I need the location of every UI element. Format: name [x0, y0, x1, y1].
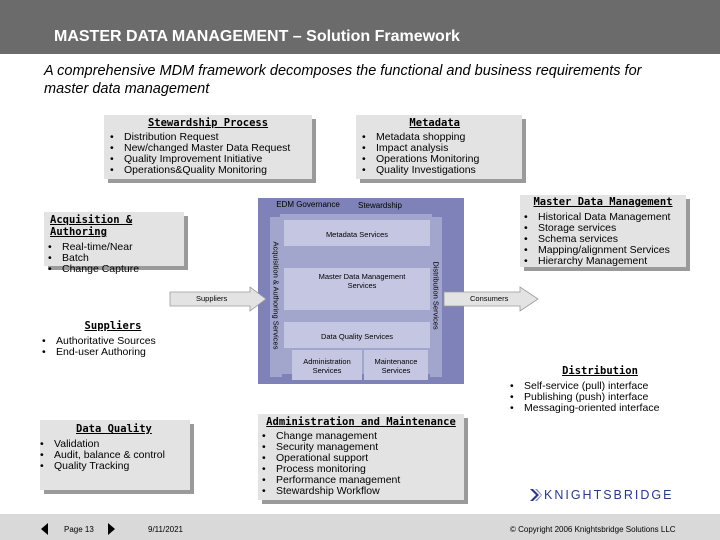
- stewardship-process-title: Stewardship Process: [147, 117, 269, 129]
- list-item: Security management: [260, 442, 464, 454]
- metadata-services-label: Metadata Services: [325, 230, 389, 239]
- list-item: End-user Authoring: [40, 347, 156, 359]
- knightsbridge-logo: KNIGHTSBRIDGE: [528, 486, 698, 504]
- metadata-list: Metadata shopping Impact analysis Operat…: [360, 132, 522, 177]
- acquisition-services-bar: [270, 217, 282, 377]
- footer-bar: [0, 514, 720, 540]
- suppliers-title: Suppliers: [84, 320, 142, 332]
- data-quality-panel: Data Quality Validation Audit, balance &…: [40, 420, 190, 490]
- logo-chevron-icon: [530, 489, 542, 501]
- list-item: Distribution Request: [108, 132, 312, 144]
- list-item: Self-service (pull) interface: [508, 381, 659, 393]
- master-data-management-list: Historical Data Management Storage servi…: [522, 212, 686, 268]
- master-data-management-title: Master Data Management: [533, 196, 673, 208]
- administration-services-label: Administration Services: [303, 357, 351, 375]
- next-slide-icon[interactable]: [106, 522, 116, 535]
- quality-services-label: Data Quality Services: [320, 332, 394, 341]
- suppliers-list: Authoritative Sources End-user Authoring: [40, 336, 156, 359]
- list-item: Schema services: [522, 234, 686, 246]
- metadata-title: Metadata: [409, 117, 460, 129]
- core-services-box: [284, 268, 430, 310]
- copyright-text: © Copyright 2006 Knightsbridge Solutions…: [510, 525, 676, 534]
- list-item: Operational support: [260, 453, 464, 465]
- list-item: Storage services: [522, 223, 686, 235]
- list-item: Impact analysis: [360, 143, 522, 155]
- footer-date: 9/11/2021: [148, 525, 183, 534]
- core-services-label: Master Data Management Services: [318, 272, 406, 290]
- distribution-services-bar: [430, 217, 442, 377]
- distribution-title: Distribution: [562, 365, 638, 377]
- list-item: Process monitoring: [260, 464, 464, 476]
- list-item: Change Capture: [46, 264, 184, 276]
- master-data-management-panel: Master Data Management Historical Data M…: [520, 195, 686, 267]
- list-item: Publishing (push) interface: [508, 392, 659, 404]
- data-quality-title: Data Quality: [76, 423, 152, 435]
- suppliers-arrow: [169, 286, 267, 312]
- list-item: Hierarchy Management: [522, 256, 686, 268]
- previous-slide-icon[interactable]: [40, 522, 50, 535]
- list-item: Stewardship Workflow: [260, 486, 464, 498]
- list-item: New/changed Master Data Request: [108, 143, 312, 155]
- edm-governance-label: EDM Governance: [276, 200, 340, 209]
- acquisition-authoring-title: Acquisition & Authoring: [50, 214, 133, 238]
- list-item: Real-time/Near: [46, 242, 184, 254]
- stewardship-label: Stewardship: [357, 201, 403, 210]
- list-item: Audit, balance & control: [38, 450, 190, 462]
- list-item: Performance management: [260, 475, 464, 487]
- list-item: Validation: [38, 439, 190, 451]
- distribution-services-label: Distribution Services: [431, 261, 441, 330]
- acquisition-authoring-panel: Acquisition & Authoring Real-time/Near B…: [44, 212, 184, 275]
- list-item: Authoritative Sources: [40, 336, 156, 348]
- page-number: Page 13: [64, 525, 94, 534]
- maintenance-services-label: Maintenance Services: [374, 357, 418, 375]
- administration-services-box: [292, 350, 362, 380]
- slide-subtitle: A comprehensive MDM framework decomposes…: [44, 63, 642, 97]
- data-quality-list: Validation Audit, balance & control Qual…: [38, 439, 190, 473]
- slide-title: MASTER DATA MANAGEMENT – Solution Framew…: [54, 28, 460, 45]
- list-item: Quality Tracking: [38, 461, 190, 473]
- title-bar: MASTER DATA MANAGEMENT – Solution Framew…: [0, 0, 720, 54]
- list-item: Metadata shopping: [360, 132, 522, 144]
- administration-maintenance-panel: Administration and Maintenance Change ma…: [258, 414, 464, 500]
- list-item: Historical Data Management: [522, 212, 686, 224]
- metadata-panel: Metadata Metadata shopping Impact analys…: [356, 115, 522, 179]
- acquisition-services-label: Acquisition & Authoring Services: [271, 241, 281, 350]
- list-item: Change management: [260, 431, 464, 443]
- administration-maintenance-title: Administration and Maintenance: [266, 416, 456, 428]
- suppliers-arrow-label: Suppliers: [196, 294, 228, 303]
- consumers-arrow: [443, 286, 539, 312]
- list-item: Messaging-oriented interface: [508, 403, 659, 415]
- consumers-arrow-label: Consumers: [470, 294, 509, 303]
- quality-services-box: [284, 322, 430, 348]
- list-item: Operations Monitoring: [360, 154, 522, 166]
- list-item: Batch: [46, 253, 184, 265]
- acquisition-authoring-list: Real-time/Near Batch Change Capture: [46, 242, 184, 276]
- distribution-list: Self-service (pull) interface Publishing…: [508, 381, 659, 415]
- list-item: Operations&Quality Monitoring: [108, 165, 312, 177]
- maintenance-services-box: [364, 350, 428, 380]
- logo-text: KNIGHTSBRIDGE: [544, 488, 674, 502]
- metadata-services-box: [284, 220, 430, 246]
- administration-maintenance-list: Change management Security management Op…: [260, 431, 464, 498]
- stewardship-process-list: Distribution Request New/changed Master …: [108, 132, 312, 177]
- list-item: Quality Improvement Initiative: [108, 154, 312, 166]
- stewardship-process-panel: Stewardship Process Distribution Request…: [104, 115, 312, 179]
- list-item: Quality Investigations: [360, 165, 522, 177]
- list-item: Mapping/alignment Services: [522, 245, 686, 257]
